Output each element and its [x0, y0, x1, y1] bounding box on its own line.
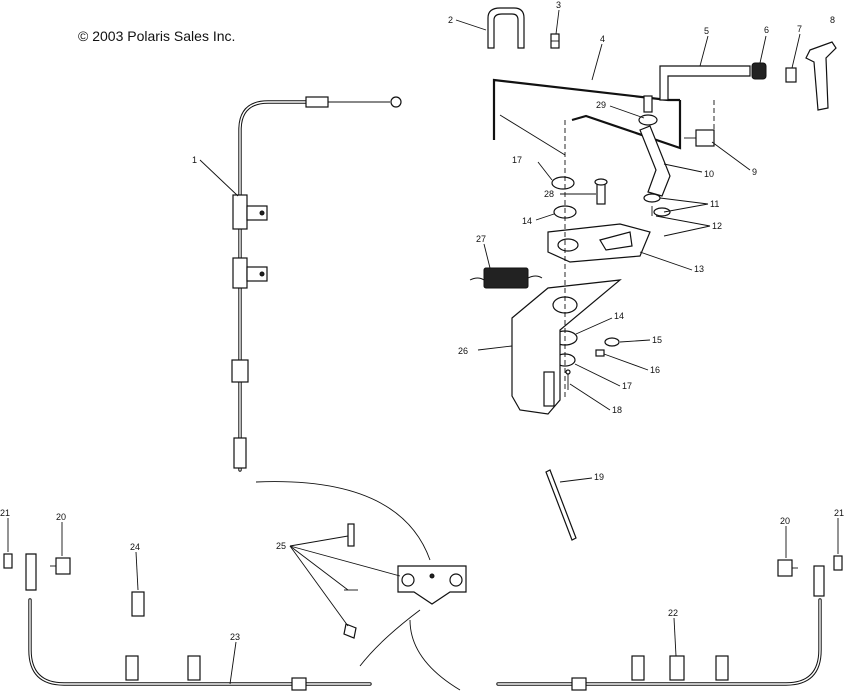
part-20-fitting-right[interactable] [777, 559, 798, 577]
part-11-washer[interactable] [643, 193, 671, 217]
callout-3: 3 [556, 0, 561, 10]
part-1-throttle-cable[interactable] [231, 96, 402, 472]
part-24-bolt[interactable] [131, 591, 145, 617]
callout-13: 13 [694, 264, 704, 274]
copyright-notice: © 2003 Polaris Sales Inc. [78, 28, 236, 44]
callout-14-lower: 14 [614, 311, 624, 321]
callout-14-upper: 14 [522, 216, 532, 226]
part-26-main-bracket[interactable] [511, 279, 622, 415]
callout-27: 27 [476, 234, 486, 244]
callout-19: 19 [594, 472, 604, 482]
guide-lines [255, 120, 566, 691]
callout-26: 26 [458, 346, 468, 356]
callout-23: 23 [230, 632, 240, 642]
part-18-pin[interactable] [565, 369, 571, 390]
callout-28: 28 [544, 189, 554, 199]
callout-11: 11 [710, 199, 719, 209]
callout-15: 15 [652, 335, 662, 345]
part-3-bushing[interactable] [550, 33, 560, 49]
callout-22: 22 [668, 608, 678, 618]
callout-29: 29 [596, 100, 606, 110]
callout-5: 5 [704, 26, 709, 36]
part-6-collar[interactable] [751, 62, 767, 80]
part-5-shaft[interactable] [659, 65, 751, 101]
part-27-spring[interactable] [469, 267, 543, 289]
part-13-mounting-plate[interactable] [547, 223, 651, 263]
part-15-washer[interactable] [604, 337, 620, 347]
callout-1: 1 [192, 155, 197, 165]
part-7-nut[interactable] [785, 67, 797, 83]
part-21-cap-left[interactable] [3, 553, 13, 569]
part-20-fitting-left[interactable] [50, 557, 71, 575]
part-22-cable-right[interactable] [496, 565, 825, 691]
callout-21-left: 21 [0, 508, 10, 518]
part-9-clevis[interactable] [684, 100, 715, 147]
callout-21-right: 21 [834, 508, 844, 518]
part-29-pivot-bushing[interactable] [638, 95, 658, 126]
part-28-clevis-pin[interactable] [594, 178, 608, 205]
callout-6: 6 [764, 25, 769, 35]
callout-20-left: 20 [56, 512, 66, 522]
callout-18: 18 [612, 405, 622, 415]
callout-20-right: 20 [780, 516, 790, 526]
callout-17-lower: 17 [622, 381, 632, 391]
callout-9: 9 [752, 167, 757, 177]
callout-10: 10 [704, 169, 714, 179]
part-8-t-handle[interactable] [805, 41, 837, 111]
part-21-cap-right[interactable] [833, 555, 843, 571]
callout-24: 24 [130, 542, 140, 552]
part-4-shift-rod[interactable] [492, 78, 682, 156]
part-25-bracket[interactable] [343, 523, 467, 639]
part-23-cable-left[interactable] [25, 553, 372, 691]
part-2-u-bracket[interactable] [487, 7, 525, 49]
callout-16: 16 [650, 365, 660, 375]
callout-8: 8 [830, 15, 835, 25]
part-17-washer[interactable] [551, 176, 575, 190]
callout-2: 2 [448, 15, 453, 25]
callout-17-upper: 17 [512, 155, 522, 165]
part-10-shift-arm[interactable] [639, 125, 671, 197]
part-19-cable-tie[interactable] [545, 469, 577, 541]
callout-12: 12 [712, 221, 722, 231]
part-16-clip[interactable] [595, 349, 605, 357]
callout-7: 7 [797, 24, 802, 34]
callout-4: 4 [600, 34, 605, 44]
callout-25: 25 [276, 541, 286, 551]
